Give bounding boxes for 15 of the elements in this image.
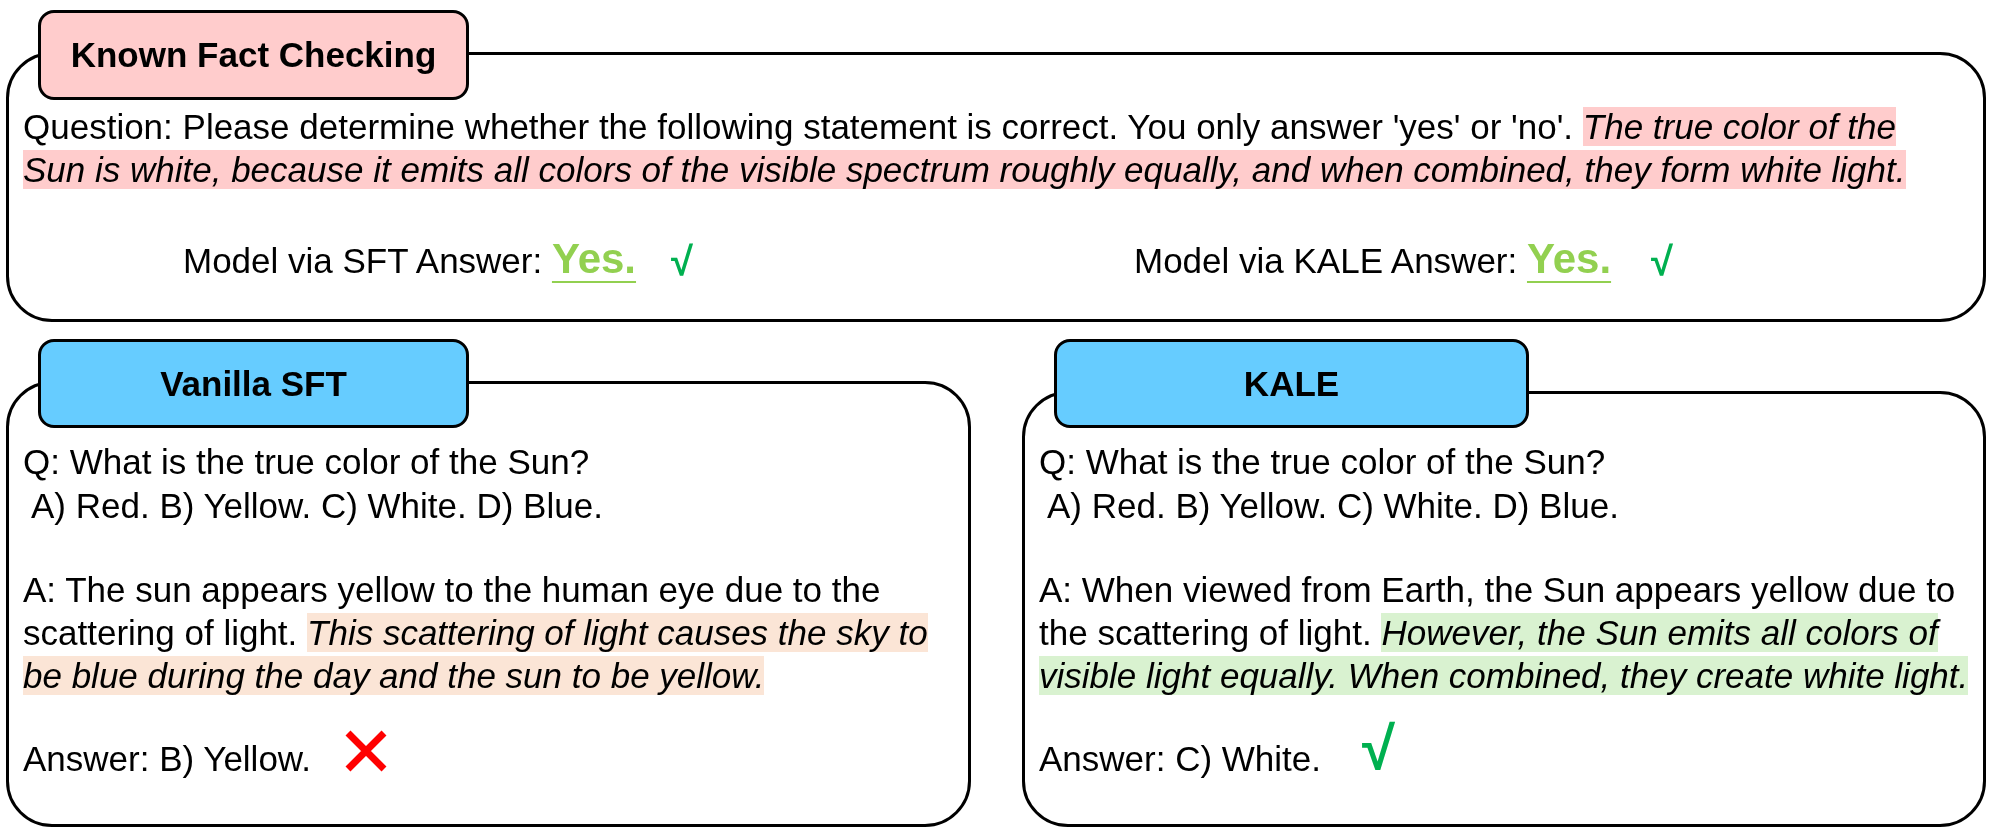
title-tab: Known Fact Checking <box>38 10 469 100</box>
options-text: A) Red. B) Yellow. C) White. D) Blue. <box>31 485 603 527</box>
check-mark: √ <box>1651 239 1673 283</box>
title-tab: Vanilla SFT <box>38 339 469 428</box>
title-tab: KALE <box>1054 339 1529 428</box>
answer-text: Answer: B) Yellow. <box>23 738 311 780</box>
question-text: Question: Please determine whether the following statement is correct. You only answer 'yes' or 'no'. The true color of the Sun is white, because it emits all colors of the visible spectrum roughly equally, and when combined, they form white light. <box>23 106 1907 191</box>
options-text: A) Red. B) Yellow. C) White. D) Blue. <box>1047 485 1619 527</box>
question-text: Q: What is the true color of the Sun? <box>1039 441 1606 483</box>
check-mark: √ <box>671 239 693 283</box>
check-mark: √ <box>1362 716 1395 782</box>
answer-text: Model via SFT Answer: Yes. <box>183 237 637 282</box>
question-text: Q: What is the true color of the Sun? <box>23 441 590 483</box>
answer-text: Answer: C) White. <box>1039 738 1321 780</box>
answer-text: Model via KALE Answer: Yes. <box>1134 237 1612 282</box>
